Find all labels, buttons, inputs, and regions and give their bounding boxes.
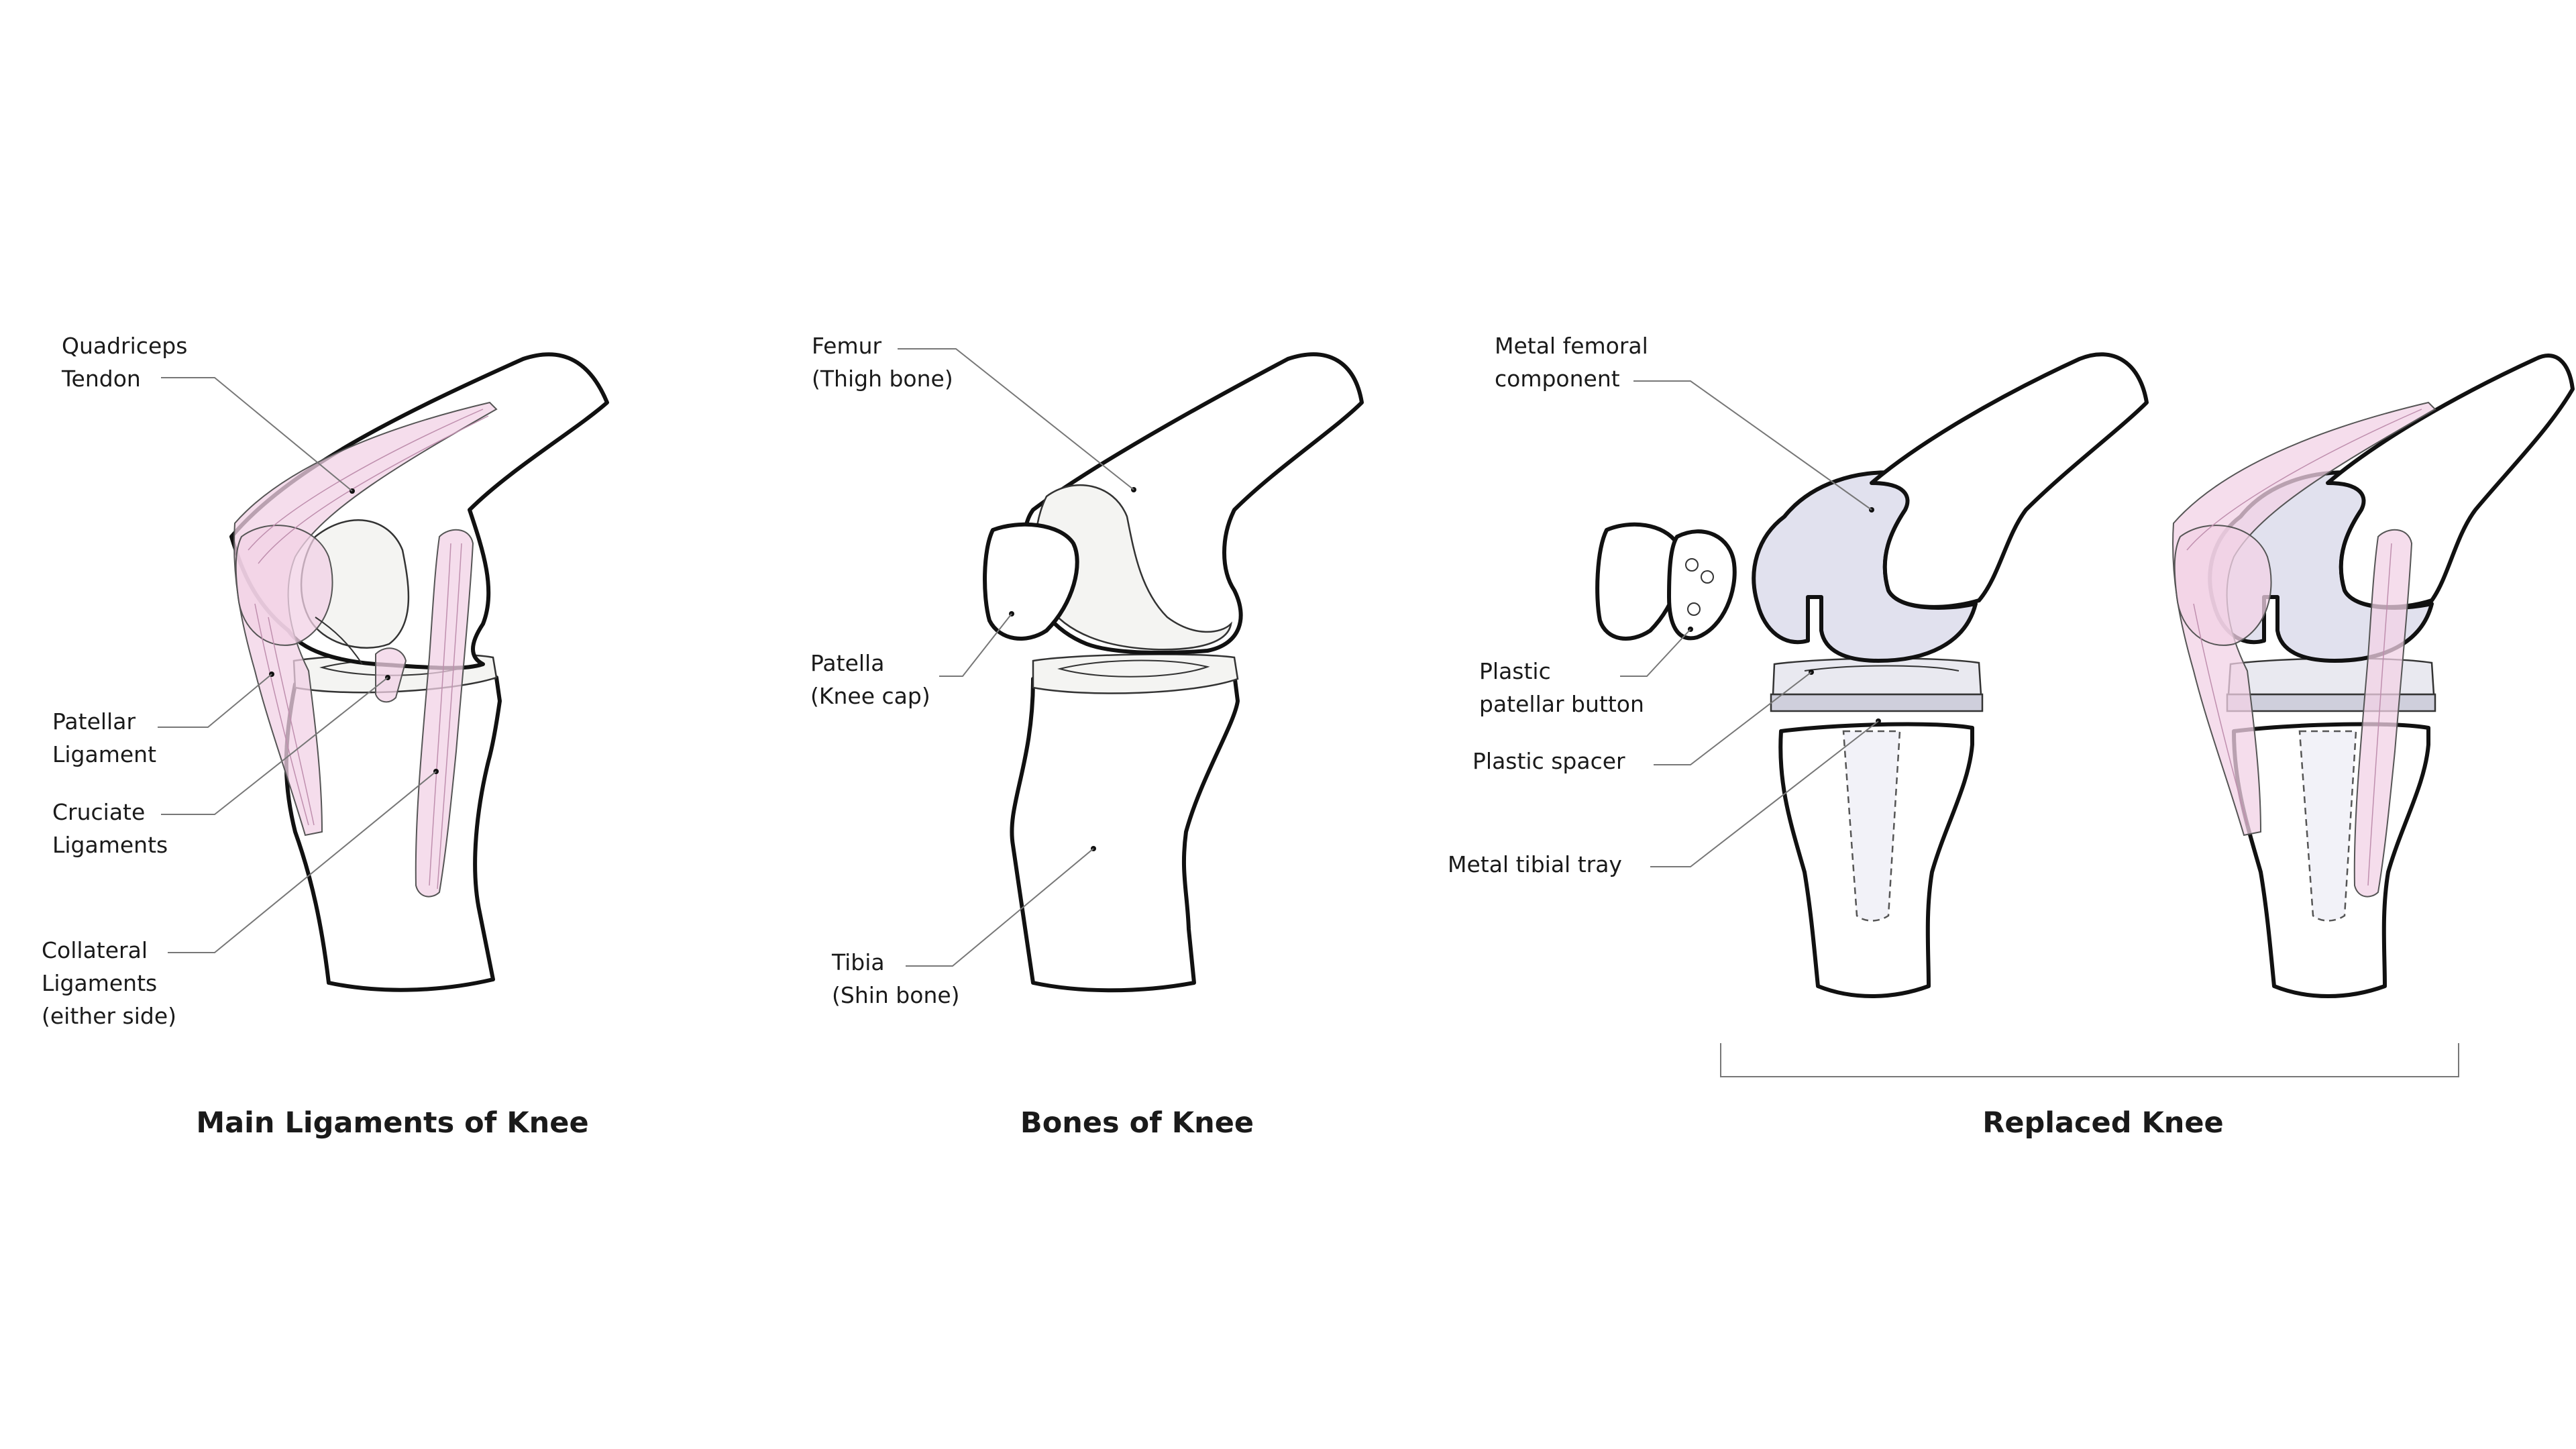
meniscus-outline — [1057, 659, 1210, 678]
leader-cruciate — [161, 677, 388, 815]
leader-femoral-component — [1633, 380, 1872, 511]
cruciate-ligaments-shape — [375, 647, 407, 703]
bones-knee-figure — [983, 352, 1364, 993]
leader-patellar — [158, 674, 272, 728]
femur-bone — [1870, 352, 2149, 609]
label-collateral-ligaments: Collateral Ligaments (either side) — [42, 937, 176, 1029]
assembled-femur — [2326, 354, 2575, 609]
patella-shape — [235, 525, 333, 646]
leader-plastic-spacer — [1654, 672, 1812, 765]
leader-patellar-button — [1620, 629, 1691, 677]
label-femur: Femur (Thigh bone) — [812, 333, 953, 392]
label-cruciate-ligaments: Cruciate Ligaments — [52, 799, 168, 858]
label-patellar-ligament: Patellar Ligament — [52, 708, 156, 767]
assembled-tibial-tray — [2226, 693, 2436, 712]
leader-quadriceps — [161, 377, 353, 492]
replaced-knee-assembled-figure — [2172, 354, 2575, 998]
assembled-collateral-ligament — [2353, 529, 2413, 898]
replaced-knee-exploded-figure — [1595, 352, 2149, 998]
panel-bones: Femur (Thigh bone) Patella (Knee cap) Ti… — [810, 333, 1364, 1140]
assembled-patella — [2174, 525, 2272, 646]
leader-patella — [939, 613, 1012, 677]
label-patella: Patella (Knee cap) — [810, 650, 930, 709]
label-plastic-spacer: Plastic spacer — [1472, 748, 1625, 774]
tibial-stem — [1842, 730, 1901, 922]
plastic-patellar-button — [1667, 529, 1737, 641]
caption-bones: Bones of Knee — [1020, 1106, 1254, 1140]
assembled-tibial-stem — [2298, 730, 2357, 922]
leader-femur — [898, 348, 1134, 490]
leader-tibial-tray — [1650, 720, 1879, 867]
patella-bone — [1595, 522, 1683, 641]
assembled-quadriceps-tendon — [2172, 401, 2436, 837]
ligament-knee-figure — [229, 352, 609, 992]
panel-ligaments: Quadriceps Tendon Patellar Ligament Cruc… — [42, 333, 609, 1140]
caption-replaced-knee: Replaced Knee — [1982, 1106, 2223, 1140]
leader-collateral — [168, 771, 437, 953]
panel-replaced: Metal femoral component Plastic patellar… — [1448, 333, 2575, 1140]
collateral-ligament-shape — [415, 529, 474, 898]
metal-tibial-tray — [1770, 693, 1984, 712]
label-metal-femoral-component: Metal femoral component — [1495, 333, 1655, 392]
caption-main-ligaments: Main Ligaments of Knee — [196, 1106, 588, 1140]
patella-bone — [983, 522, 1079, 641]
label-plastic-patellar-button: Plastic patellar button — [1479, 658, 1644, 717]
label-tibia: Tibia (Shin bone) — [831, 949, 960, 1008]
ligament-fibers — [248, 409, 489, 826]
leader-tibia — [906, 848, 1094, 967]
plastic-spacer — [1772, 657, 1982, 696]
tibia-bone — [1010, 668, 1240, 993]
replaced-knee-bracket — [1720, 1043, 2459, 1077]
label-metal-tibial-tray: Metal tibial tray — [1448, 851, 1622, 877]
label-quadriceps-tendon: Quadriceps Tendon — [61, 333, 195, 392]
